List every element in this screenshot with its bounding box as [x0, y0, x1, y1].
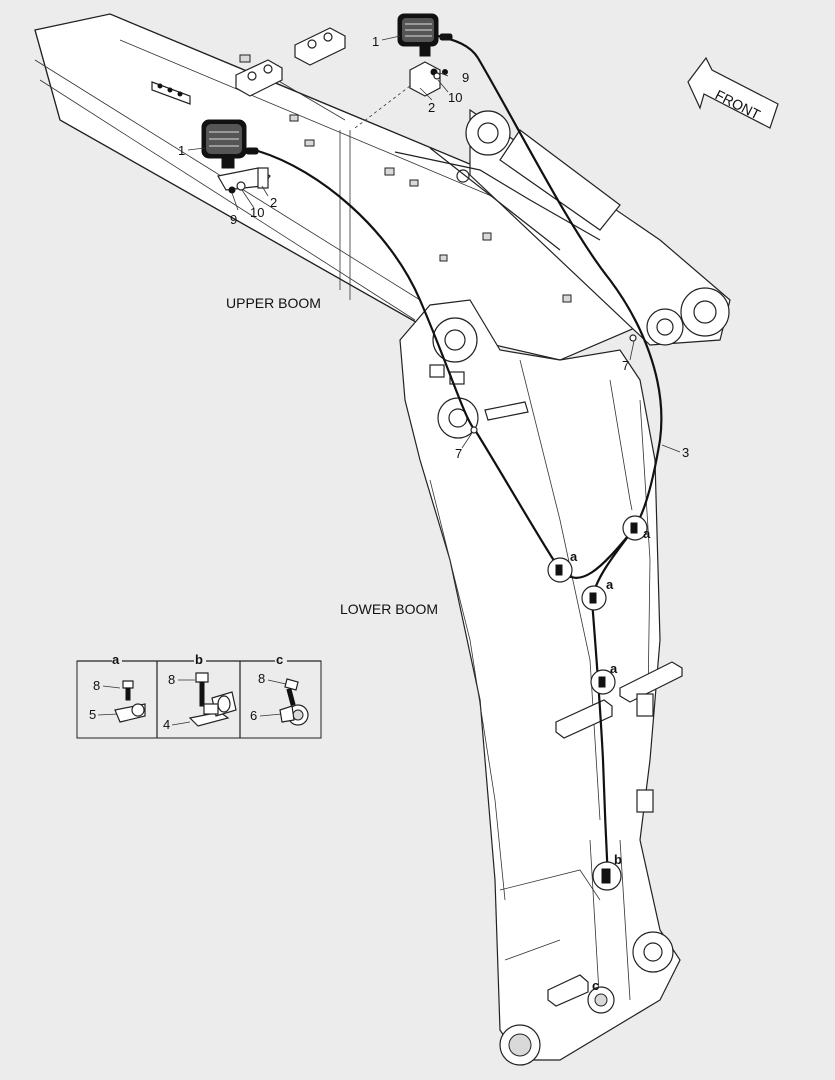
svg-text:8: 8 — [93, 678, 100, 693]
detail-cell-b: b 8 4 — [163, 652, 237, 732]
lower-boom — [399, 299, 683, 1066]
marker-a-1 — [547, 557, 573, 583]
marker-label-a-4: a — [610, 661, 618, 676]
svg-text:8: 8 — [258, 671, 265, 686]
svg-text:a: a — [112, 652, 120, 667]
callout-2-lower: 2 — [270, 195, 277, 210]
svg-text:c: c — [276, 652, 283, 667]
callout-1-upper: 1 — [372, 34, 379, 49]
hose-clamp-upper-2 — [235, 59, 283, 97]
callout-9-upper: 9 — [462, 70, 469, 85]
marker-c — [587, 986, 615, 1014]
upper-boom — [34, 13, 702, 361]
front-arrow: FRONT — [687, 56, 779, 129]
marker-a-2 — [622, 515, 648, 541]
marker-b — [592, 861, 622, 891]
callout-7-upper: 7 — [622, 358, 629, 373]
callout-10-lower: 10 — [250, 205, 264, 220]
marker-label-a-1: a — [570, 549, 578, 564]
cable-lower-light — [257, 149, 634, 579]
marker-label-a-3: a — [606, 577, 614, 592]
work-light-upper — [397, 13, 479, 97]
hose-clamp-upper-3 — [151, 81, 191, 105]
lower-boom-label: LOWER BOOM — [340, 601, 438, 617]
hose-clamp-upper-1 — [294, 27, 346, 66]
marker-a-3 — [581, 585, 607, 611]
marker-a-4 — [590, 669, 616, 695]
svg-text:8: 8 — [168, 672, 175, 687]
marker-label-c: c — [592, 978, 599, 993]
callout-2-upper: 2 — [428, 100, 435, 115]
callout-7-lower: 7 — [455, 446, 462, 461]
detail-panel: a 8 5 b 8 4 c — [76, 652, 322, 739]
work-light-lower — [201, 119, 271, 194]
svg-text:b: b — [195, 652, 203, 667]
svg-text:6: 6 — [250, 708, 257, 723]
leader-lines — [187, 35, 681, 453]
svg-text:5: 5 — [89, 707, 96, 722]
upper-boom-label: UPPER BOOM — [226, 295, 321, 311]
callout-9-lower: 9 — [230, 212, 237, 227]
boom-head-linkage — [394, 108, 731, 346]
callout-3: 3 — [682, 445, 689, 460]
detail-cell-c: c 8 6 — [250, 652, 309, 726]
marker-label-a-2: a — [643, 526, 651, 541]
callout-1-lower: 1 — [178, 143, 185, 158]
callout-10-upper: 10 — [448, 90, 462, 105]
svg-text:4: 4 — [163, 717, 170, 732]
detail-cell-a: a 8 5 — [89, 652, 146, 723]
marker-label-b: b — [614, 852, 622, 867]
